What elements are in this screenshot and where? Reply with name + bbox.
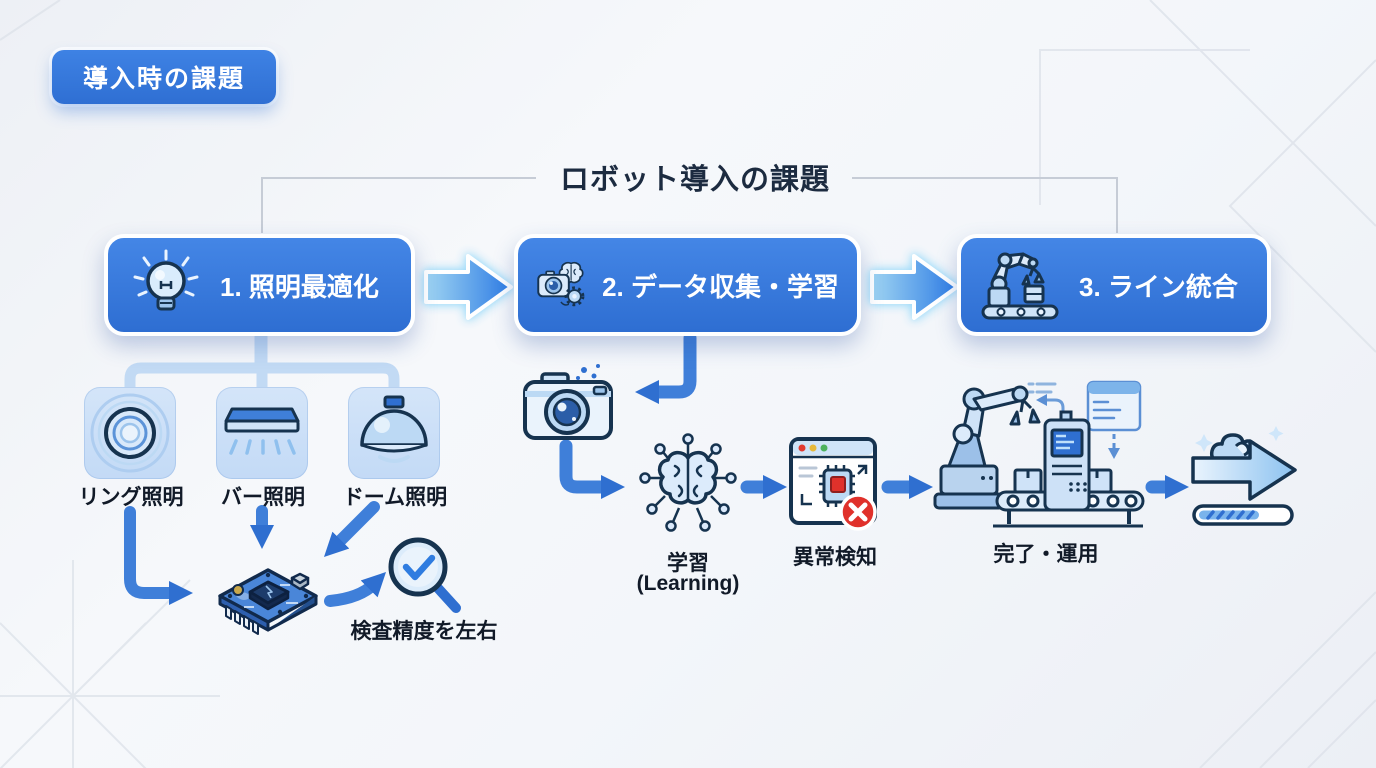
- step-box-line-integration: 3. ライン統合: [957, 234, 1271, 336]
- diagram-title: ロボット導入の課題: [559, 164, 830, 196]
- magnifier-check-icon: [388, 537, 461, 613]
- neural-brain-icon: [639, 433, 737, 532]
- label-anomaly-detection: 異常検知: [793, 546, 877, 569]
- label-dome-light: ドーム照明: [342, 486, 448, 509]
- label-bar-light: バー照明: [221, 486, 305, 509]
- note-inspection-accuracy: 検査精度を左右: [350, 620, 498, 643]
- deploy-progress-icon: [1191, 426, 1297, 526]
- header-badge: 導入時の課題: [52, 50, 276, 104]
- light-card-bar: [216, 387, 308, 479]
- camera-icon: [523, 364, 613, 440]
- lighting-tree: [124, 331, 400, 394]
- step-label-1: 1. 照明最適化: [220, 271, 379, 302]
- header-badge-label: 導入時の課題: [82, 65, 245, 93]
- anomaly-detection-window-icon: [789, 437, 877, 531]
- step-box-lighting: 1. 照明最適化: [104, 234, 415, 336]
- lightbulb-icon: [133, 249, 199, 311]
- label-done-operation: 完了・運用: [993, 543, 1099, 566]
- label-learning-jp: 学習: [667, 552, 709, 575]
- robot-production-line-icon: [933, 380, 1145, 528]
- label-learning-en: (Learning): [636, 572, 740, 595]
- step-label-2: 2. データ収集・学習: [602, 271, 839, 302]
- label-ring-light: リング照明: [78, 486, 184, 509]
- glow-arrow-1: [424, 254, 513, 320]
- camera-brain-gear-icon: [537, 261, 585, 307]
- light-card-ring: [84, 387, 176, 479]
- dome-light-icon: [360, 395, 428, 463]
- bar-light-icon: [224, 407, 300, 455]
- robot-arm-icon: [981, 252, 1059, 320]
- step-label-3: 3. ライン統合: [1079, 271, 1238, 302]
- glow-arrow-2: [870, 254, 959, 320]
- light-card-dome: [348, 387, 440, 479]
- ring-light-icon: [90, 393, 170, 473]
- circuit-board-icon: [218, 568, 318, 635]
- step-box-data-learning: 2. データ収集・学習: [514, 234, 861, 336]
